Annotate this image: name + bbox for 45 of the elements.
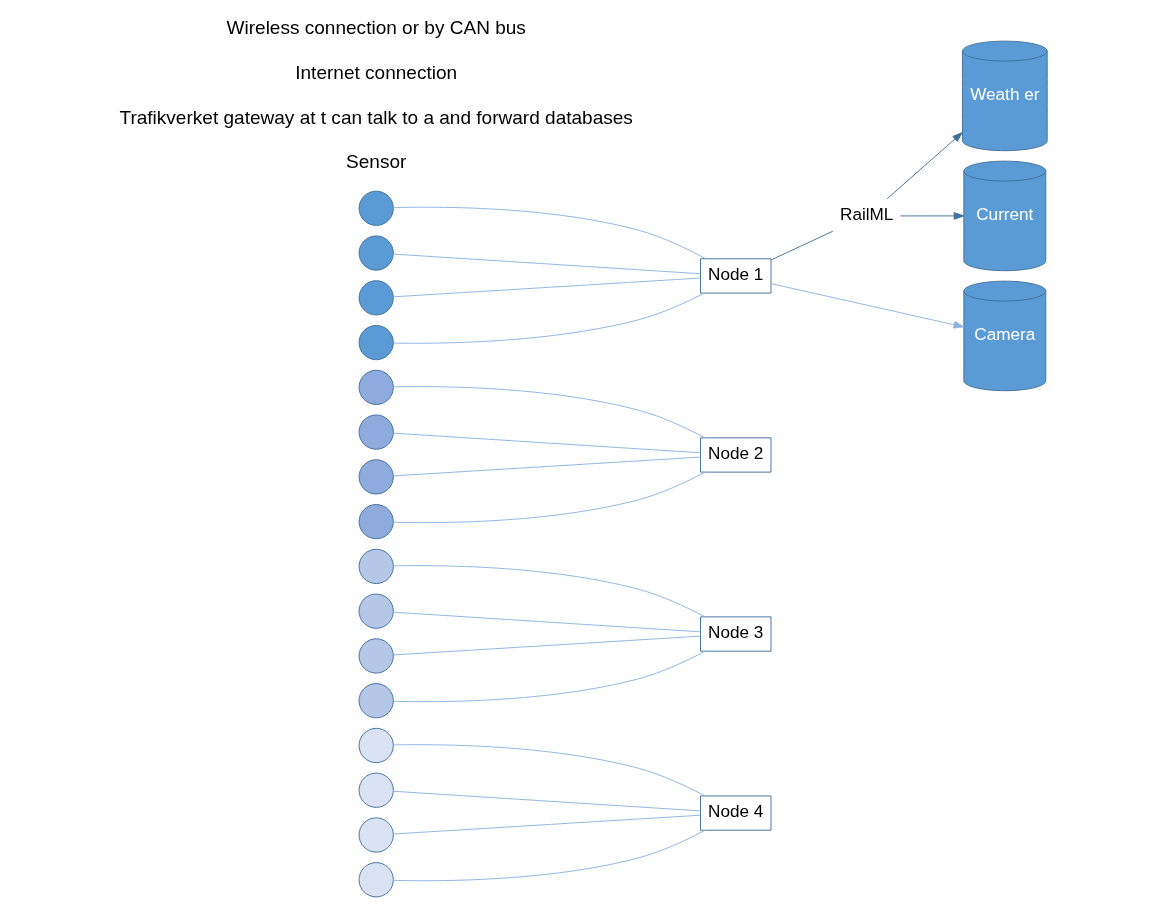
connector [392,253,701,275]
connector [392,650,706,703]
connector [392,206,706,260]
node-circle [358,459,394,495]
node-box: Node 3 [700,616,772,652]
node-text: RailML [840,204,894,225]
connector [770,230,834,261]
connector [392,744,706,797]
label: Internet connection [295,61,458,83]
node-circle [358,190,394,226]
node-circle [358,414,394,450]
connector [392,829,706,882]
connector [392,565,706,618]
label: Wireless connection or by CAN bus [226,17,526,38]
node-circle [358,593,394,629]
arrow [900,212,965,220]
connector [392,386,706,439]
connector [392,790,701,812]
node-circle [358,817,394,853]
node-circle [358,324,394,361]
node-box: Node 1 [700,258,772,294]
node-box: Node 4 [700,795,772,831]
connector [392,814,701,835]
connector [392,432,701,454]
connector [392,456,701,477]
node-circle [358,235,394,271]
node-circle [358,772,394,808]
connector [392,635,701,656]
connector [392,277,701,298]
node-circle [358,683,394,719]
node-circle [358,727,394,764]
node-box: Node 2 [700,437,772,473]
node-circle [358,280,394,316]
arrow [770,283,964,329]
connector [392,292,705,344]
label: Trafikverket gateway at t can talk to a and forward databases [119,106,633,128]
node-circle [358,504,394,540]
node-circle [358,638,394,674]
node-circle [358,548,394,585]
connector [392,611,701,633]
arrow [886,132,963,200]
label: Sensor [346,151,407,173]
connector [392,471,706,524]
node-circle [358,369,394,405]
node-circle [358,862,394,898]
